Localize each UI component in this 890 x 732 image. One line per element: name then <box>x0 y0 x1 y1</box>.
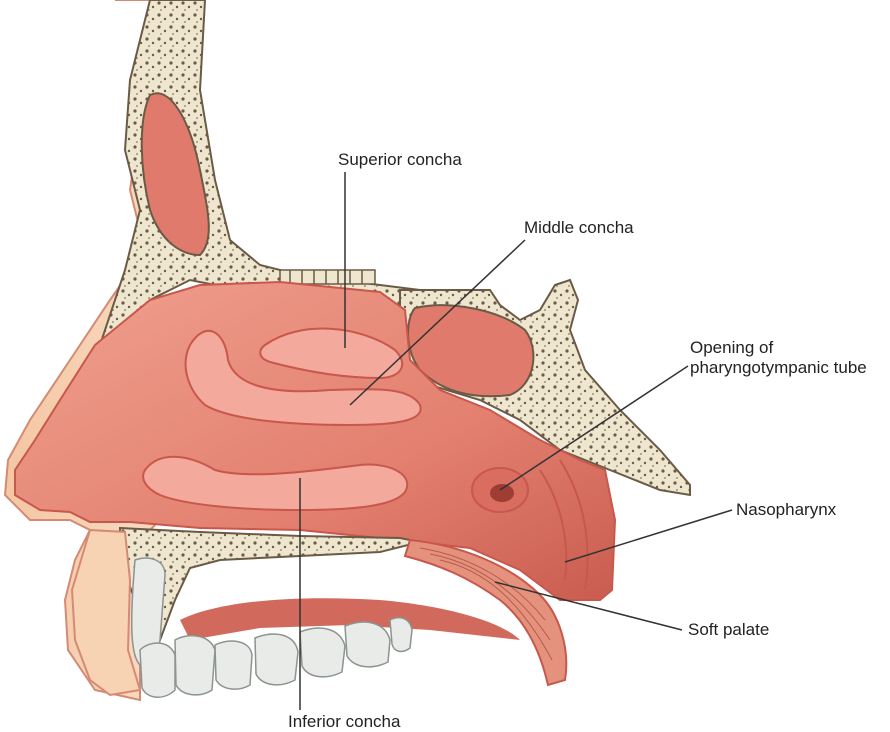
label-soft-palate: Soft palate <box>688 620 770 639</box>
label-opening-line2: pharyngotympanic tube <box>690 358 867 377</box>
leader-nasopharynx <box>564 509 733 563</box>
tooth <box>344 621 391 668</box>
label-superior-concha: Superior concha <box>338 150 462 169</box>
label-inferior-concha: Inferior concha <box>288 712 401 731</box>
tooth <box>254 633 299 686</box>
upper-teeth <box>131 557 413 698</box>
frontal-sinus <box>140 92 210 257</box>
nasopharynx-folds <box>539 459 589 591</box>
leader-soft-palate <box>494 581 683 631</box>
tooth <box>299 627 346 678</box>
inferior-concha <box>142 455 409 512</box>
oral-cavity-roof <box>180 598 520 640</box>
superior-concha <box>259 327 404 380</box>
tooth <box>174 634 216 696</box>
tooth <box>139 642 176 698</box>
upper-lip <box>70 528 142 697</box>
soft-palate <box>403 538 568 687</box>
nasal-cavity-wall <box>14 280 617 601</box>
leader-lines <box>299 172 733 710</box>
leader-middle-concha <box>349 239 526 406</box>
tooth <box>214 640 253 690</box>
leader-opening <box>499 365 689 491</box>
cribriform-plate <box>279 269 376 285</box>
label-middle-concha: Middle concha <box>524 218 634 237</box>
label-nasopharynx: Nasopharynx <box>736 500 837 519</box>
middle-concha <box>184 329 422 427</box>
label-opening-line1: Opening of <box>690 338 774 357</box>
tooth <box>389 617 413 653</box>
sphenoidal-sinus <box>407 304 535 398</box>
